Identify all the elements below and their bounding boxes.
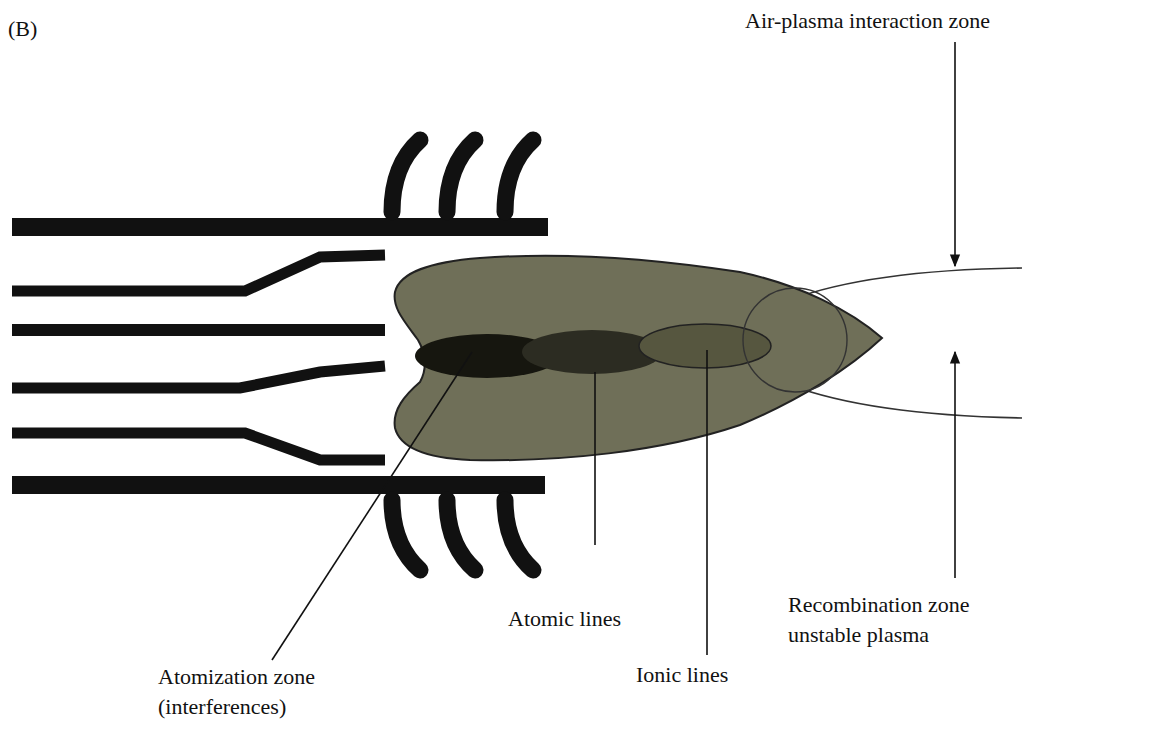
zone-label: Ionic lines (636, 660, 728, 690)
injector-tube-top (12, 324, 385, 336)
leader-lines (272, 42, 955, 660)
zone-label: Recombination zone unstable plasma (788, 590, 1038, 650)
zone-label: Atomization zone (interferences) (158, 662, 378, 722)
intermediate-tube-bottom (12, 433, 385, 460)
panel-letter: (B) (8, 14, 37, 44)
ionic-leader (706, 350, 708, 655)
injector-tube-bottom (12, 366, 385, 388)
atomic-leader (594, 372, 596, 545)
recombination-zone (743, 288, 847, 392)
recombination-arrow (954, 352, 956, 578)
ionic-lines-zone (639, 324, 771, 368)
zone-label: Air-plasma interaction zone (745, 6, 990, 36)
outer-tube-top (12, 218, 548, 236)
intermediate-tube-top (12, 255, 385, 291)
air-plasma-arrow (954, 42, 956, 266)
zone-label: Atomic lines (508, 604, 621, 634)
inner-tubes (12, 255, 385, 460)
outer-tube-bottom (12, 476, 545, 494)
atomization-leader (272, 352, 472, 660)
